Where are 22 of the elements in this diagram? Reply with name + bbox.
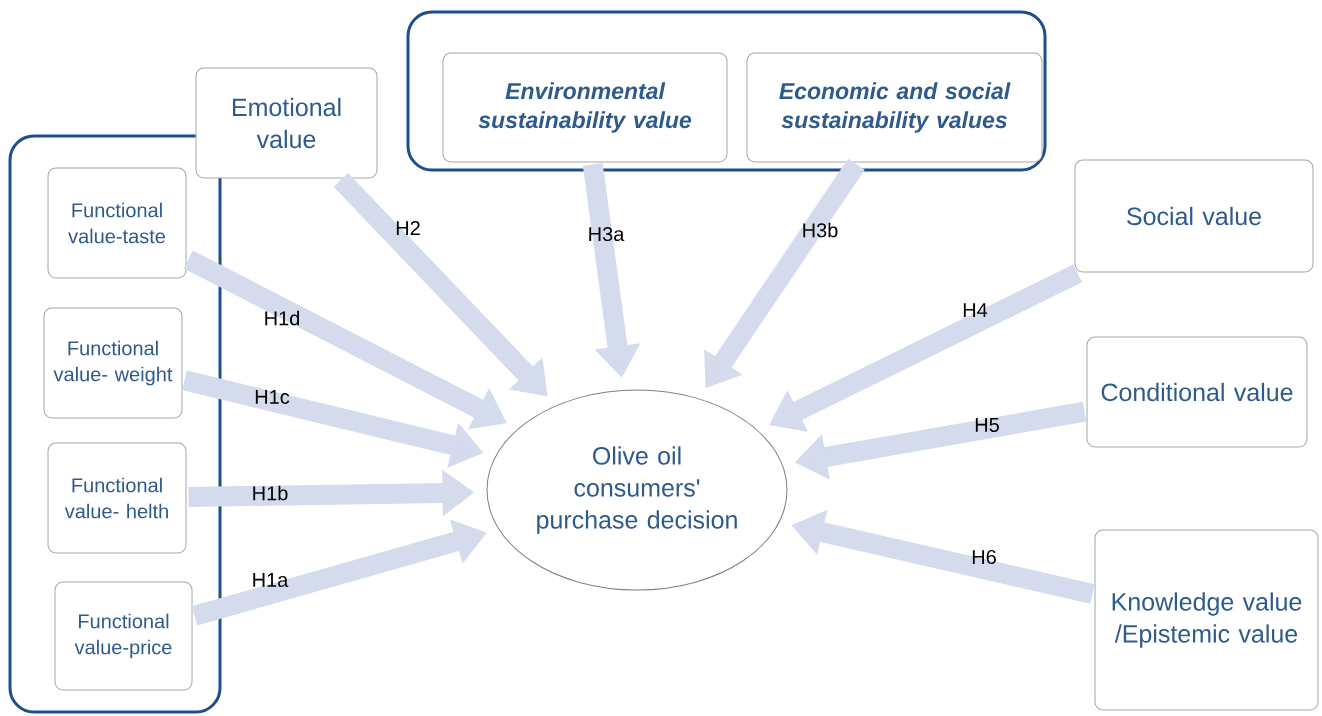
edge-label: H1a — [253, 573, 289, 587]
edge-label: H1b — [253, 485, 288, 501]
value-box: Functional value- weight — [43, 307, 183, 419]
value-box: Economic and social sustainability values — [746, 52, 1043, 163]
edge-label: H5 — [975, 418, 999, 432]
group-frame — [406, 10, 1047, 172]
edge-label: H1d — [265, 310, 300, 326]
value-box: Functional value-taste — [47, 167, 187, 279]
edge-label: H3b — [803, 222, 838, 238]
value-box: Environmental sustainability value — [442, 52, 728, 163]
value-box: Social value — [1074, 159, 1314, 273]
edge-label: H4 — [963, 303, 988, 317]
value-box: Knowledge value /Epistemic value — [1094, 529, 1319, 711]
value-box: Emotional value — [195, 67, 378, 179]
edge-label: H6 — [972, 549, 996, 565]
edge-label: H2 — [396, 221, 420, 235]
group-frame — [8, 134, 222, 714]
edge-label: H1c — [255, 390, 290, 404]
value-box: Conditional value — [1086, 336, 1308, 448]
value-box: Functional value-price — [54, 581, 193, 691]
value-box: Functional value- helth — [47, 442, 187, 554]
edge-label: H3a — [589, 226, 625, 242]
